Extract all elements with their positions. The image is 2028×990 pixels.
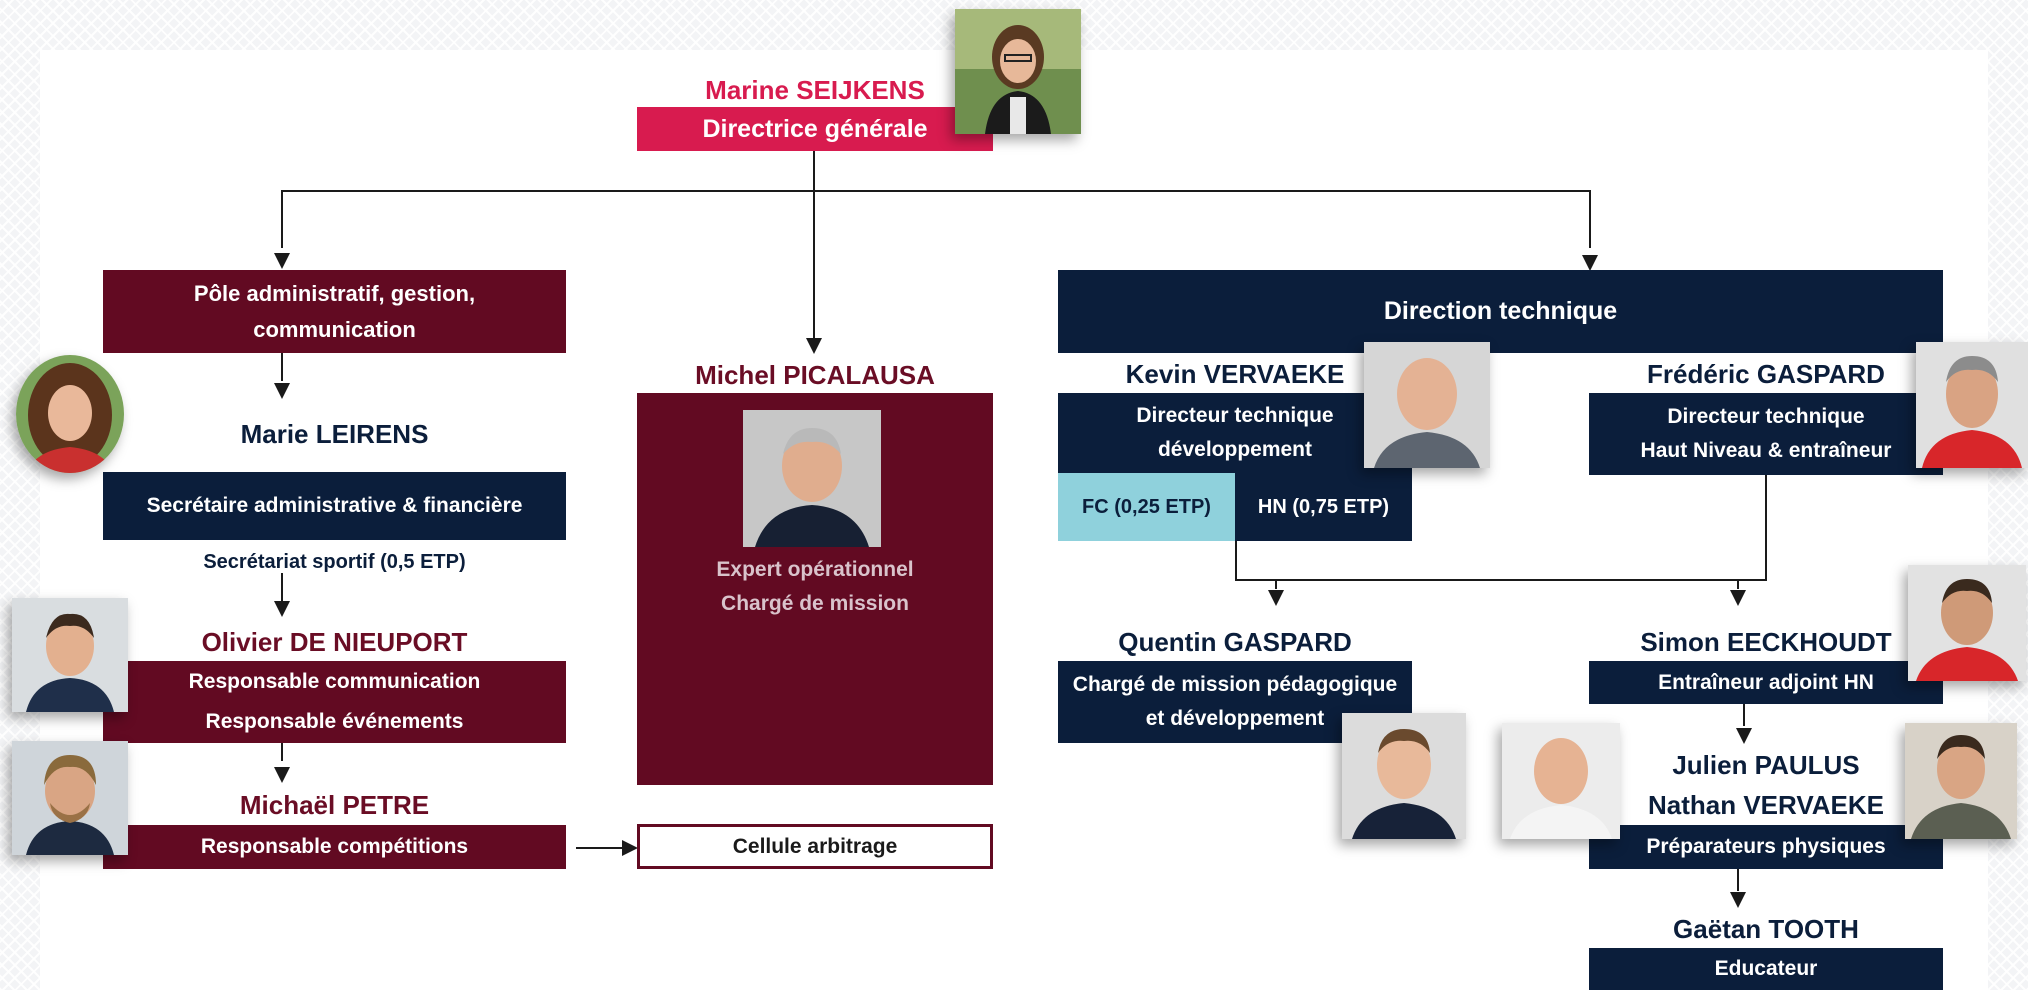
kevin-fc-box: FC (0,25 ETP) [1058,473,1235,541]
nathan-photo [1905,723,2017,839]
kevin-hn-box: HN (0,75 ETP) [1235,473,1412,541]
olivier-role-box: Responsable communication Responsable év… [103,661,566,743]
gaetan-name: Gaëtan TOOTH [1673,914,1859,944]
person-portrait-icon [16,355,124,473]
person-portrait-icon [1342,713,1466,839]
michael-name: Michaël PETRE [239,790,430,820]
arrow-down-icon [274,383,290,399]
michael-role: Responsable compétitions [200,835,469,858]
person-portrait-icon [1916,342,2028,468]
arrow-down-icon [1730,590,1746,606]
director-name: Marine SEIJKENS [705,75,925,105]
admin-header: Pôle administratif, gestion, communicati… [193,280,476,342]
arrow-right-icon [622,840,638,856]
kevin-role-line2: développement [1157,438,1313,461]
julien-photo [1502,723,1620,839]
kevin-photo [1364,342,1490,468]
person-portrait-icon [12,741,128,855]
director-role-box: Directrice générale [637,107,993,151]
simon-role-box: Entraîneur adjoint HN [1589,661,1943,704]
connector [1275,579,1277,589]
connector [281,573,283,601]
connector [1737,869,1739,891]
quentin-role-line2: et développement [1145,707,1325,730]
person-portrait-icon [1364,342,1490,468]
connector [813,190,815,338]
simon-role: Entraîneur adjoint HN [1658,670,1874,694]
marie-photo [16,355,124,473]
direction-technique-box: Direction technique [1058,270,1943,353]
frederic-photo [1916,342,2028,468]
connector [281,190,1591,192]
kevin-role-box: Directeur technique développement [1058,393,1412,473]
arrow-down-icon [806,338,822,354]
michel-name: Michel PICALAUSA [695,360,935,390]
kevin-fc: FC (0,25 ETP) [1082,495,1211,518]
cellule-arbitrage-box: Cellule arbitrage [637,824,993,869]
secretariat-note: Secrétariat sportif (0,5 ETP) [203,551,466,573]
person-portrait-icon [955,9,1081,134]
simon-photo [1908,565,2026,681]
arrow-down-icon [274,253,290,269]
connector [813,150,815,190]
kevin-role-line1: Directeur technique [1136,404,1334,427]
arrow-down-icon [1268,590,1284,606]
connector [281,353,283,381]
olivier-photo [12,598,128,712]
direction-technique-header: Direction technique [1383,297,1618,325]
quentin-photo [1342,713,1466,839]
person-portrait-icon [1908,565,2026,681]
frederic-role-line2: Haut Niveau & entraîneur [1640,439,1892,462]
michel-photo [743,410,881,547]
preparateurs-role: Préparateurs physiques [1646,835,1886,858]
michael-role-box: Responsable compétitions [103,825,566,869]
connector [1743,704,1745,726]
quentin-name: Quentin GASPARD [1118,627,1352,657]
director-photo [955,9,1081,134]
julien-name: Julien PAULUS [1672,750,1860,780]
arrow-down-icon [1730,892,1746,908]
director-role: Directrice générale [702,115,928,143]
olivier-role-line1: Responsable communication [188,670,481,693]
nathan-name: Nathan VERVAEKE [1648,790,1884,820]
arrow-down-icon [274,767,290,783]
connector [281,741,283,761]
michel-role-line2: Chargé de mission [721,592,909,615]
kevin-hn: HN (0,75 ETP) [1257,495,1390,518]
michael-photo [12,741,128,855]
connector [1737,579,1739,589]
simon-name: Simon EECKHOUDT [1640,627,1892,657]
frederic-role-box: Directeur technique Haut Niveau & entraî… [1589,393,1943,475]
person-portrait-icon [1905,723,2017,839]
preparateurs-role-box: Préparateurs physiques [1589,825,1943,869]
olivier-name: Olivier DE NIEUPORT [201,627,468,657]
frederic-role-line1: Directeur technique [1667,405,1865,428]
michel-role: Expert opérationnel Chargé de mission [637,551,993,623]
connector [576,847,624,849]
cellule-arbitrage-label: Cellule arbitrage [732,834,898,858]
person-portrait-icon [12,598,128,712]
michel-box: Expert opérationnel Chargé de mission [637,393,993,785]
gaetan-role: Educateur [1714,957,1818,980]
person-portrait-icon [743,410,881,547]
quentin-role-line1: Chargé de mission pédagogique [1072,673,1398,696]
kevin-name: Kevin VERVAEKE [1125,359,1345,389]
michel-role-line1: Expert opérationnel [716,558,914,581]
person-portrait-icon [1502,723,1620,839]
connector [1589,190,1591,248]
connector [1765,475,1767,581]
connector [1235,541,1237,581]
gaetan-role-box: Educateur [1589,948,1943,990]
olivier-role-line2: Responsable événements [205,710,464,733]
connector [281,190,283,248]
arrow-down-icon [1736,728,1752,744]
marie-name: Marie LEIRENS [240,419,429,449]
arrow-down-icon [274,601,290,617]
marie-role-box: Secrétaire administrative & financière [103,472,566,540]
connector [1235,579,1767,581]
frederic-name: Frédéric GASPARD [1647,359,1885,389]
marie-role: Secrétaire administrative & financière [146,494,523,517]
admin-header-box: Pôle administratif, gestion, communicati… [103,270,566,353]
arrow-down-icon [1582,255,1598,271]
